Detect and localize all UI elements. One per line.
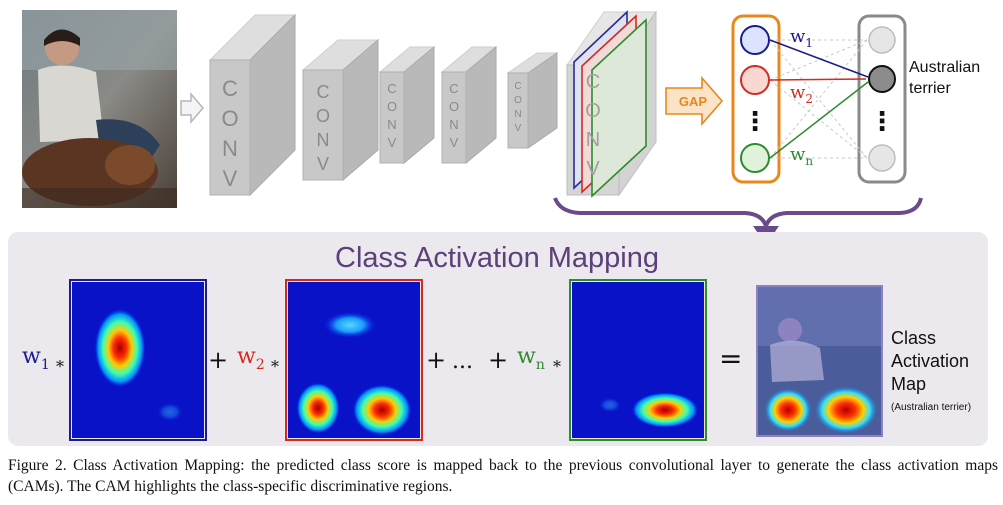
- eq-plus-2: +: [426, 346, 446, 374]
- gap-node-1: [740, 25, 770, 55]
- output-node-target: [868, 65, 896, 93]
- gap-vertical-dots: ⋮: [742, 107, 768, 137]
- cam-panel: [8, 232, 988, 446]
- feature-map-2: [285, 279, 423, 441]
- output-class-label: Australian terrier: [909, 59, 985, 97]
- result-sublabel: (Australian terrier): [891, 402, 971, 413]
- eq-times-2: *: [271, 357, 279, 376]
- gap-layer-box: [731, 14, 781, 184]
- feature-map-n: [569, 279, 707, 441]
- eq-plus-1: +: [208, 346, 228, 374]
- wn-connection: [769, 81, 869, 159]
- cam-title: Class Activation Mapping: [335, 242, 659, 274]
- conv-block-1: [208, 13, 297, 197]
- w2-connection: [769, 78, 867, 81]
- output-vertical-dots: ⋮: [869, 107, 895, 137]
- weight-wn-label: wn: [790, 144, 813, 168]
- input-photo: [22, 10, 177, 208]
- eq-times-1: *: [56, 357, 64, 376]
- conv-block-5: [506, 52, 559, 149]
- eq-plus-3: +: [488, 346, 508, 374]
- gap-label: GAP: [679, 94, 708, 109]
- output-layer-box: [857, 14, 907, 184]
- gap-node-n: [740, 143, 770, 173]
- caption-label: Figure 2.: [8, 457, 67, 474]
- feature-map-1: [69, 279, 207, 441]
- w1-connection: [769, 39, 869, 78]
- output-node-1: [868, 26, 896, 54]
- eq-weight-wn: wn: [517, 344, 545, 373]
- eq-weight-w2: w2: [237, 344, 265, 373]
- figure-caption: Figure 2. Class Activation Mapping: the …: [8, 455, 998, 497]
- weight-w1-label: w1: [790, 26, 813, 50]
- conv-block-3: [378, 45, 436, 165]
- gap-arrow: GAP: [665, 75, 724, 127]
- eq-weight-w1: w1: [22, 344, 50, 373]
- result-label: Class Activation Map: [891, 328, 974, 394]
- caption-text: Class Activation Mapping: the predicted …: [8, 457, 998, 495]
- last-conv-feature-maps: [566, 10, 657, 198]
- output-node-n: [868, 144, 896, 172]
- weight-w2-label: w2: [790, 82, 813, 106]
- eq-equals: =: [719, 342, 742, 375]
- gap-node-2: [740, 65, 770, 95]
- conv-block-4: [440, 45, 498, 165]
- eq-times-n: *: [553, 357, 561, 376]
- conv-block-2: [301, 38, 380, 182]
- class-activation-map-result: [756, 285, 883, 437]
- brace-to-cam: [553, 197, 923, 233]
- input-arrow-icon: [180, 91, 204, 125]
- fc-dashed-connections: [769, 39, 868, 159]
- eq-ellipsis: ...: [452, 349, 473, 374]
